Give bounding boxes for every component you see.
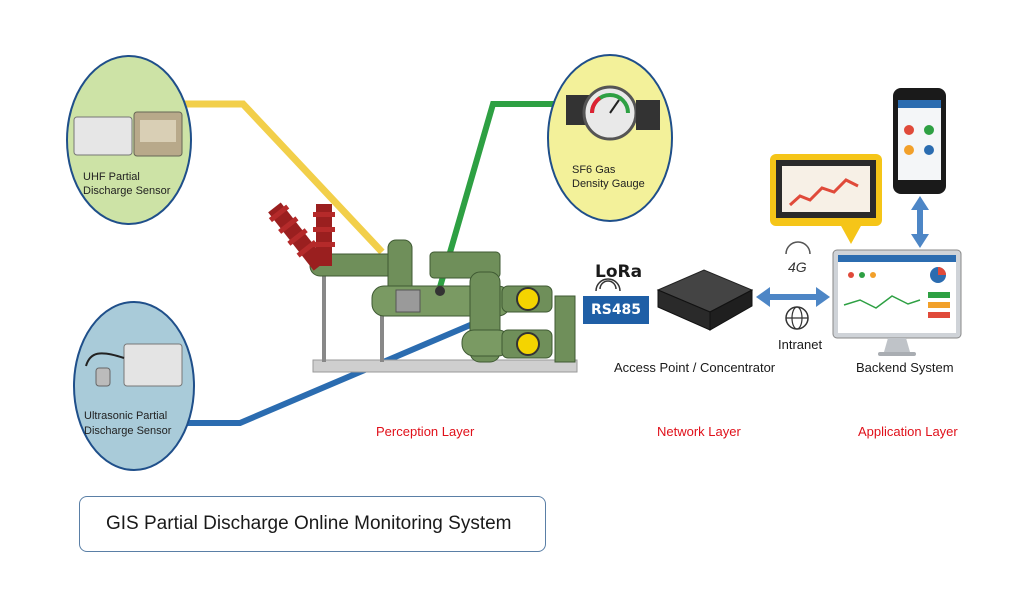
ultrasonic-sensor-icon	[85, 343, 183, 387]
backend-system-label: Backend System	[856, 360, 954, 375]
diagram-title: GIS Partial Discharge Online Monitoring …	[106, 513, 512, 534]
lora-label: LoRa	[595, 262, 643, 282]
globe-icon	[785, 306, 809, 330]
uhf-sensor-icon	[73, 111, 183, 157]
sf6-gauge-label-line2: Density Gauge	[572, 178, 645, 190]
gis-switchgear	[268, 202, 578, 373]
uhf-sensor-label-line1: UHF Partial	[83, 171, 140, 183]
ultrasonic-sensor-label-line1: Ultrasonic Partial	[84, 410, 168, 422]
lora-wifi-icon	[595, 278, 621, 292]
sf6-link-line	[437, 101, 565, 288]
ultrasonic-sensor-label-line2: Discharge Sensor	[84, 425, 172, 437]
access-point-device[interactable]	[656, 269, 754, 331]
application-layer-label: Application Layer	[858, 424, 958, 439]
uhf-link-line	[185, 100, 385, 255]
phone-backend-arrow	[911, 196, 929, 248]
signal-4g-icon	[785, 241, 811, 255]
network-backend-arrow	[756, 287, 830, 307]
dashboard-callout	[770, 154, 882, 244]
uhf-sensor-label-line2: Discharge Sensor	[83, 185, 171, 197]
network-layer-label: Network Layer	[657, 424, 741, 439]
access-point-label: Access Point / Concentrator	[614, 360, 776, 375]
backend-monitor[interactable]	[832, 249, 962, 356]
intranet-label: Intranet	[778, 337, 823, 352]
rs485-badge: RS485	[583, 296, 649, 324]
sf6-gauge-label-line1: SF6 Gas	[572, 164, 616, 176]
sf6-gauge-icon	[566, 85, 660, 141]
perception-layer-label: Perception Layer	[376, 424, 475, 439]
ultrasonic-link-line	[185, 320, 477, 426]
title-box	[79, 496, 546, 552]
mobile-phone[interactable]	[893, 88, 946, 194]
4g-label: 4G	[788, 259, 807, 275]
